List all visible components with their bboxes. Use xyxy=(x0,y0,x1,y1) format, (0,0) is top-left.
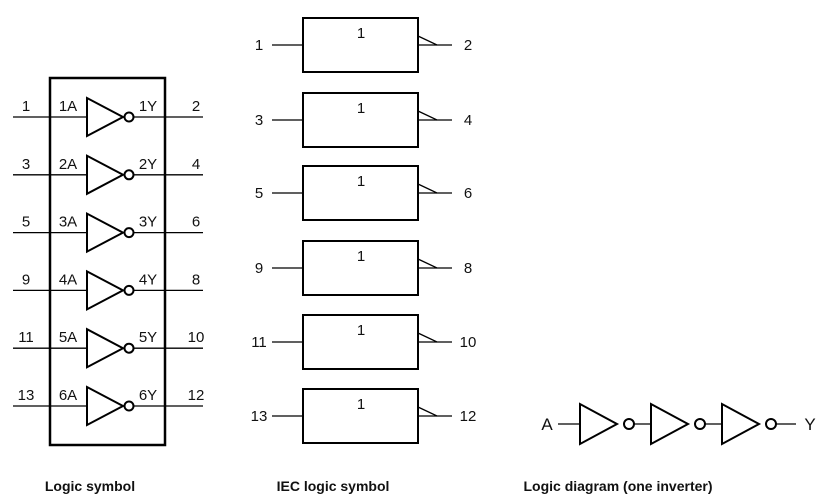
input-pin-number: 3 xyxy=(255,112,263,129)
input-name: 1A xyxy=(59,98,77,115)
output-pin-number: 6 xyxy=(464,185,472,202)
output-pin-number: 12 xyxy=(188,387,205,404)
input-label: A xyxy=(541,415,553,434)
input-pin-number: 11 xyxy=(251,334,267,351)
logic-symbol: 1 1A 1Y 2 3 2A 2Y 4 5 3A 3Y 6 9 4A 4Y 8 11 5A 5Y 10 13 6A 6Y 12 xyxy=(13,96,205,427)
output-pin-number: 4 xyxy=(192,156,200,173)
caption-logic-diagram: Logic diagram (one inverter) xyxy=(523,478,712,494)
input-pin-number: 11 xyxy=(18,329,34,346)
logic-symbol-package-box xyxy=(48,76,167,447)
output-label: Y xyxy=(804,415,815,434)
inversion-bubble-icon xyxy=(123,169,135,181)
output-pin-number: 8 xyxy=(464,260,472,277)
output-pin-number: 10 xyxy=(460,334,477,351)
negation-indicator-icon xyxy=(417,406,452,417)
inverter-gate: 3 2A 2Y 4 xyxy=(13,154,203,196)
buffer-triangle-icon xyxy=(86,327,126,369)
inverter-gate: 5 3A 3Y 6 xyxy=(13,211,203,254)
iec-function-label: 1 xyxy=(357,100,365,117)
iec-inverter-box: 1 5 6 xyxy=(255,165,472,221)
input-pin-number: 9 xyxy=(22,271,30,288)
iec-inverter-box: 1 3 4 xyxy=(255,92,472,148)
inversion-bubble-icon xyxy=(694,418,706,430)
iec-inverter-box: 1 9 8 xyxy=(255,240,472,296)
negation-indicator-icon xyxy=(417,183,452,194)
inverter-gate: 1 1A 1Y 2 xyxy=(13,96,203,138)
input-name: 2A xyxy=(59,156,77,173)
input-pin-number: 5 xyxy=(255,185,263,202)
output-name: 6Y xyxy=(139,387,157,404)
iec-function-label: 1 xyxy=(357,396,365,413)
negation-indicator-icon xyxy=(417,332,452,343)
input-name: 3A xyxy=(59,214,77,231)
negation-indicator-icon xyxy=(417,110,452,121)
caption-iec-logic-symbol: IEC logic symbol xyxy=(277,478,390,494)
iec-inverter-box: 1 1 2 xyxy=(255,17,472,73)
input-pin-number: 13 xyxy=(18,387,35,404)
input-pin-number: 1 xyxy=(255,37,263,54)
output-name: 2Y xyxy=(139,156,157,173)
iec-function-label: 1 xyxy=(357,173,365,190)
negation-indicator-icon xyxy=(417,35,452,46)
caption-logic-symbol: Logic symbol xyxy=(45,478,135,494)
iec-function-label: 1 xyxy=(357,248,365,265)
output-pin-number: 6 xyxy=(192,214,200,231)
input-pin-number: 3 xyxy=(22,156,30,173)
buffer-triangle-icon xyxy=(86,211,126,254)
output-pin-number: 4 xyxy=(464,112,472,129)
output-pin-number: 8 xyxy=(192,271,200,288)
buffer-triangle-icon xyxy=(650,402,691,446)
inversion-bubble-icon xyxy=(123,227,135,239)
buffer-triangle-icon xyxy=(86,96,126,138)
inverter-gate: 9 4A 4Y 8 xyxy=(13,269,203,312)
inversion-bubble-icon xyxy=(623,418,635,430)
output-name: 3Y xyxy=(139,214,157,231)
inversion-bubble-icon xyxy=(123,400,135,412)
buffer-triangle-icon xyxy=(86,154,126,196)
buffer-triangle-icon xyxy=(86,269,126,312)
inversion-bubble-icon xyxy=(123,284,135,296)
input-name: 5A xyxy=(59,329,77,346)
inverter-gate: 13 6A 6Y 12 xyxy=(13,385,205,427)
buffer-triangle-icon xyxy=(579,402,620,446)
iec-function-label: 1 xyxy=(357,322,365,339)
output-pin-number: 12 xyxy=(460,408,477,425)
output-pin-number: 10 xyxy=(188,329,205,346)
output-name: 1Y xyxy=(139,98,157,115)
output-pin-number: 2 xyxy=(464,37,472,54)
buffer-triangle-icon xyxy=(721,402,762,446)
input-pin-number: 9 xyxy=(255,260,263,277)
negation-indicator-icon xyxy=(417,258,452,269)
input-pin-number: 13 xyxy=(251,408,268,425)
iec-function-label: 1 xyxy=(357,25,365,42)
output-pin-number: 2 xyxy=(192,98,200,115)
inversion-bubble-icon xyxy=(123,342,135,354)
buffer-triangle-icon xyxy=(86,385,126,427)
inversion-bubble-icon xyxy=(123,111,135,123)
output-name: 4Y xyxy=(139,271,157,288)
input-name: 6A xyxy=(59,387,77,404)
inverter-gate: 11 5A 5Y 10 xyxy=(13,327,205,369)
iec-inverter-box: 1 13 12 xyxy=(251,388,477,444)
output-name: 5Y xyxy=(139,329,157,346)
inversion-bubble-icon xyxy=(765,418,777,430)
input-pin-number: 1 xyxy=(22,98,30,115)
input-pin-number: 5 xyxy=(22,214,30,231)
input-name: 4A xyxy=(59,271,77,288)
